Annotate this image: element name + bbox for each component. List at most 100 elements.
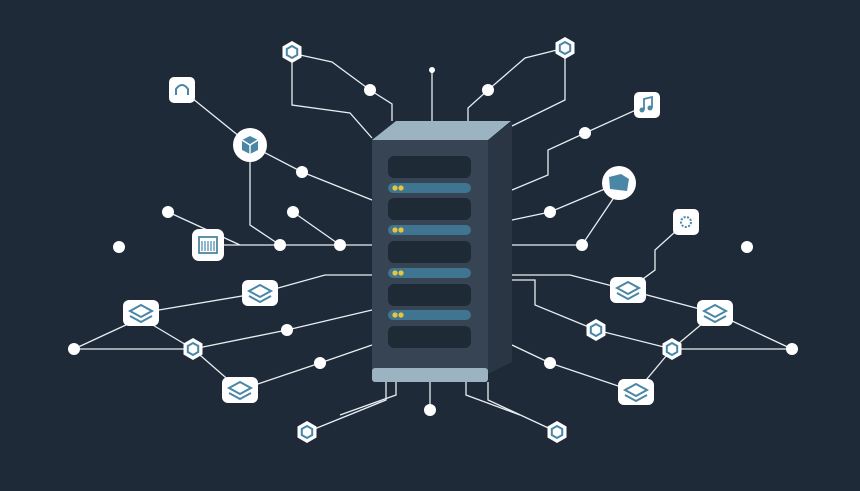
status-led — [392, 185, 398, 191]
drive-bay — [388, 156, 471, 178]
network-node — [544, 206, 556, 218]
connection-line — [339, 382, 397, 416]
status-led — [398, 185, 404, 191]
status-bar — [388, 183, 471, 193]
drive-bay — [388, 284, 471, 306]
status-led — [398, 227, 404, 233]
gear-icon — [673, 209, 699, 235]
layer-diamond — [246, 283, 274, 299]
layer-node-bg — [618, 379, 654, 405]
layer-line — [248, 295, 272, 304]
status-bar — [388, 310, 471, 320]
layer-node-bg — [697, 300, 733, 326]
drive-bay — [388, 326, 471, 348]
hex-node-outline — [183, 338, 203, 360]
network-node — [544, 357, 556, 369]
hex-node-outline — [555, 37, 575, 59]
layer-diamond — [622, 382, 650, 398]
note-stem — [643, 95, 653, 110]
hex-node-icon — [547, 421, 567, 443]
network-node — [364, 84, 376, 96]
network-node — [287, 206, 299, 218]
connection-line — [299, 54, 393, 121]
headphones-band — [175, 84, 189, 95]
network-node — [68, 343, 80, 355]
layer-diamond — [127, 303, 155, 319]
layer-line — [228, 392, 252, 401]
hex-node-icon — [555, 37, 575, 59]
drive-bay — [388, 198, 471, 220]
network-node — [786, 343, 798, 355]
hex-node-inner — [558, 40, 572, 56]
layer-node-bg — [222, 377, 258, 403]
network-node — [274, 239, 286, 251]
layer-line — [624, 394, 648, 403]
connection-line — [512, 274, 629, 291]
connection-line — [259, 274, 372, 294]
hex-node-outline — [282, 41, 302, 63]
layer-node-bg — [123, 300, 159, 326]
layer-line — [616, 292, 640, 301]
network-node — [741, 241, 753, 253]
hex-node-icon — [183, 338, 203, 360]
connection-line — [512, 189, 620, 246]
connection-line — [467, 47, 566, 121]
connection-line — [292, 211, 341, 246]
connection-line — [249, 150, 281, 246]
music-note-icon-bg — [634, 92, 660, 118]
network-node — [281, 324, 293, 336]
stack-layers-icon — [242, 280, 278, 306]
note-head — [647, 105, 653, 111]
headphones-icon-bg — [169, 77, 195, 103]
hex-node-inner — [589, 322, 603, 338]
gear-ring — [680, 216, 692, 228]
status-led — [398, 270, 404, 276]
stack-layers-icon — [618, 379, 654, 405]
layer-line — [129, 315, 153, 324]
connection-line — [181, 89, 373, 201]
note-head — [639, 107, 645, 113]
hex-node-inner — [285, 44, 299, 60]
connection-line — [306, 382, 387, 433]
connection-line — [465, 382, 521, 416]
layer-diamond — [226, 380, 254, 396]
hex-node-icon — [662, 338, 682, 360]
network-nodes — [68, 37, 798, 443]
hex-node-outline — [547, 421, 567, 443]
connection-line — [140, 292, 261, 314]
layer-node-bg — [242, 280, 278, 306]
calendar-icon — [192, 229, 224, 261]
layer-diamond — [614, 280, 642, 296]
layer-diamond — [701, 303, 729, 319]
network-node — [482, 84, 494, 96]
server-base — [372, 368, 488, 382]
network-node — [429, 67, 435, 73]
network-node — [424, 404, 436, 416]
status-led — [392, 270, 398, 276]
connection-line — [291, 52, 373, 139]
gear-icon-bg — [673, 209, 699, 235]
cube-icon — [233, 128, 267, 162]
network-node — [579, 127, 591, 139]
hex-node-icon — [282, 41, 302, 63]
status-bar — [388, 268, 471, 278]
status-led — [392, 312, 398, 318]
stack-layers-icon — [610, 277, 646, 303]
status-led — [398, 312, 404, 318]
connection-line — [511, 52, 566, 127]
calendar-frame — [198, 236, 218, 254]
folder-icon — [602, 166, 636, 200]
network-node — [334, 239, 346, 251]
stack-layers-icon — [222, 377, 258, 403]
headphones-icon — [169, 77, 195, 103]
layer-node-bg — [610, 277, 646, 303]
network-node — [296, 166, 308, 178]
hex-node-outline — [297, 421, 317, 443]
connection-line — [511, 104, 648, 191]
network-node — [314, 357, 326, 369]
stack-layers-icon — [123, 300, 159, 326]
network-node — [162, 206, 174, 218]
stack-layers-icon — [697, 300, 733, 326]
layer-line — [703, 315, 727, 324]
